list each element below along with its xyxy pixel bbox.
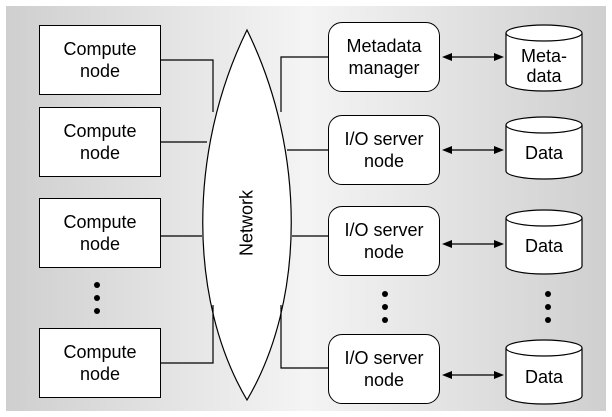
compute-node-label: node	[79, 234, 121, 254]
server-node-label: node	[363, 151, 405, 171]
compute-node-label: node	[79, 61, 121, 81]
compute-node-label: node	[79, 364, 121, 384]
storage-ellipsis-dots	[545, 291, 551, 323]
server-node-label: I/O server	[344, 129, 424, 149]
storage-label-data-3: Data	[504, 367, 584, 387]
arrow-1	[442, 53, 504, 61]
network-label: Network	[236, 189, 257, 257]
server-ellipsis-dots	[382, 291, 388, 323]
io-server-node-2: I/O server node	[328, 206, 440, 276]
compute-node-2: Compute node	[39, 107, 161, 177]
storage-label-line: Data	[524, 236, 564, 256]
compute-node-label: Compute	[63, 39, 137, 59]
storage-cylinder-1	[505, 24, 583, 92]
server-link-1	[280, 56, 328, 112]
arrow-2	[442, 146, 504, 154]
io-server-node-3: I/O server node	[328, 334, 440, 404]
server-node-label: node	[363, 370, 405, 390]
server-link-4	[280, 305, 328, 369]
storage-label-line: data	[526, 66, 562, 86]
compute-node-label: Compute	[63, 212, 137, 232]
network-shape	[202, 28, 292, 402]
compute-link-1	[161, 59, 214, 112]
compute-node-label: node	[79, 143, 121, 163]
server-node-label: node	[363, 242, 405, 262]
storage-label-line: Meta-	[520, 46, 567, 66]
metadata-manager-node: Metadata manager	[328, 22, 440, 92]
server-node-label: Metadata	[346, 36, 422, 56]
arrow-4	[442, 371, 504, 379]
storage-label-line: Data	[524, 143, 564, 163]
storage-cylinder-4	[505, 339, 583, 405]
arrow-3	[442, 240, 504, 248]
compute-node-label: Compute	[63, 342, 137, 362]
compute-node-1: Compute node	[39, 25, 161, 95]
server-node-label: I/O server	[344, 348, 424, 368]
storage-label-metadata: Meta- data	[504, 46, 584, 86]
compute-node-label: Compute	[63, 121, 137, 141]
storage-cylinder-3	[505, 209, 583, 275]
compute-node-4: Compute node	[39, 328, 161, 398]
io-server-node-1: I/O server node	[328, 115, 440, 185]
storage-label-data-1: Data	[504, 143, 584, 163]
storage-label-line: Data	[524, 367, 564, 387]
compute-node-3: Compute node	[39, 198, 161, 268]
server-node-label: manager	[348, 58, 420, 78]
server-node-label: I/O server	[344, 220, 424, 240]
compute-link-4	[161, 305, 214, 364]
compute-ellipsis-dots	[94, 282, 100, 314]
storage-cylinder-2	[505, 116, 583, 180]
storage-label-data-2: Data	[504, 236, 584, 256]
